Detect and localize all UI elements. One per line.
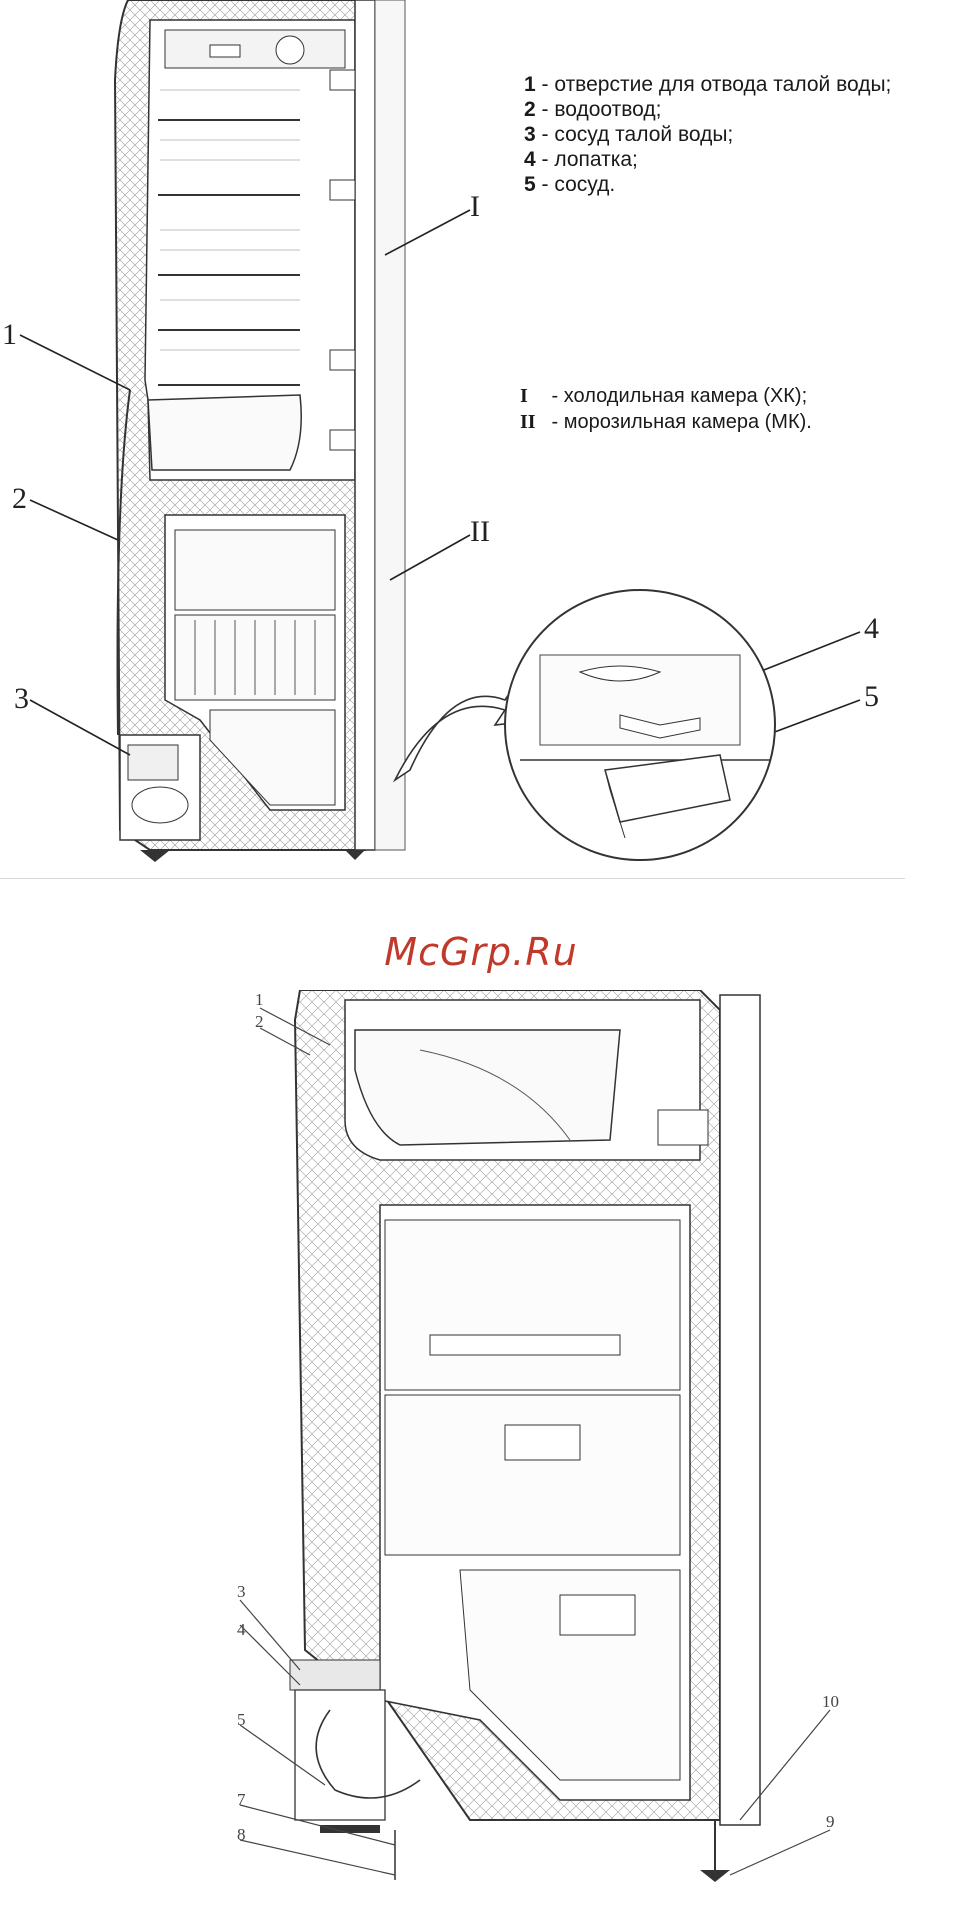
callout-2: 2 [12, 482, 27, 516]
legend-row: II - морозильная камера (МК). [520, 409, 812, 435]
crisper-drawer [148, 395, 301, 470]
foot-right [345, 850, 365, 860]
control-panel [165, 30, 345, 68]
legend-row: 5 - сосуд. [524, 172, 891, 197]
watermark-text: McGrp.Ru [0, 930, 962, 974]
legend-row: 1 - отверстие для отвода талой воды; [524, 72, 891, 97]
callout-9: 9 [826, 1812, 835, 1832]
freezer-top-tray [175, 530, 335, 610]
callout-5: 5 [237, 1710, 246, 1730]
meltwater-vessel [128, 745, 178, 780]
compressor [132, 787, 188, 823]
control-display [210, 45, 240, 57]
legend-chambers: I - холодильная камера (ХК); II - морози… [520, 383, 812, 435]
figure-2-section-diagram: 1 2 3 4 5 7 8 10 9 [0, 990, 962, 1902]
foot-tip [700, 1870, 730, 1882]
callout-10: 10 [822, 1692, 839, 1712]
figure-1-section-diagram: 1 2 3 I II 4 5 1 - отверстие для отвода … [0, 0, 962, 880]
legend-row: I - холодильная камера (ХК); [520, 383, 812, 409]
freezer-middle-drawer [385, 1395, 680, 1555]
callout-II: II [470, 515, 490, 549]
callout-2: 2 [255, 1012, 264, 1032]
divider [0, 878, 905, 879]
callout-4: 4 [237, 1620, 246, 1640]
thermostat-knob [276, 36, 304, 64]
callout-4: 4 [864, 612, 879, 646]
drain-pan [290, 1660, 380, 1690]
door-frame [375, 0, 405, 850]
callout-I: I [470, 190, 480, 224]
legend-row: 2 - водоотвод; [524, 97, 891, 122]
callout-8: 8 [237, 1825, 246, 1845]
refrigerator-section-drawing-2 [0, 990, 962, 1902]
legend-parts: 1 - отверстие для отвода талой воды; 2 -… [524, 72, 891, 197]
door-panel [720, 995, 760, 1825]
callout-5: 5 [864, 680, 879, 714]
crisper-drawer [355, 1030, 620, 1145]
callout-3: 3 [237, 1582, 246, 1602]
callout-1: 1 [2, 318, 17, 352]
freezer-top-compartment [385, 1220, 680, 1390]
callout-3: 3 [14, 682, 29, 716]
door-bin [658, 1110, 708, 1145]
legend-row: 4 - лопатка; [524, 147, 891, 172]
base-plate [320, 1825, 380, 1833]
foot-left [140, 850, 170, 862]
drawer-handle-bottom [560, 1595, 635, 1635]
ice-tray [430, 1335, 620, 1355]
callout-1: 1 [255, 990, 264, 1010]
callout-7: 7 [237, 1790, 246, 1810]
drawer-handle-middle [505, 1425, 580, 1460]
compressor [295, 1690, 385, 1820]
door-outer-panel [355, 0, 375, 850]
legend-row: 3 - сосуд талой воды; [524, 122, 891, 147]
zoom-detail [505, 590, 775, 860]
